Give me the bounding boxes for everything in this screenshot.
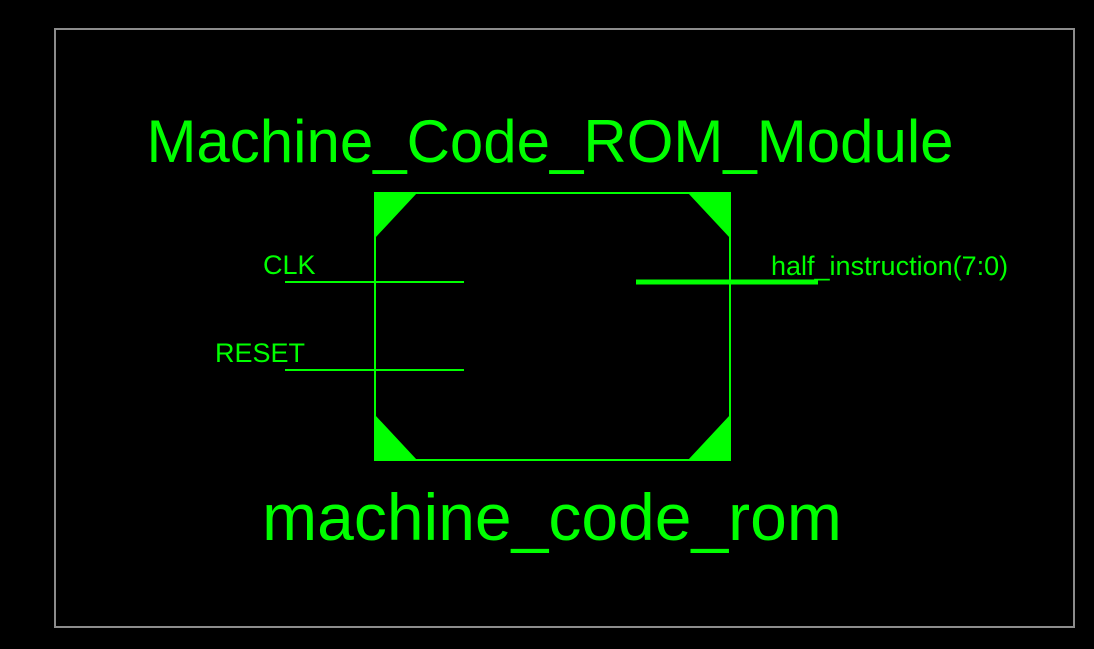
- output-pin-half-instruction[interactable]: half_instruction(7:0): [636, 251, 1008, 285]
- half-instruction-label: half_instruction(7:0): [771, 251, 1008, 281]
- instance-name: machine_code_rom: [262, 480, 842, 554]
- corner-marker-top-left: [375, 193, 417, 238]
- input-pin-reset[interactable]: RESET: [215, 338, 464, 371]
- input-pin-clk[interactable]: CLK: [263, 250, 464, 283]
- module-name: Machine_Code_ROM_Module: [146, 108, 953, 175]
- corner-marker-bottom-right: [688, 415, 730, 460]
- diagram-frame: [54, 28, 1075, 628]
- corner-marker-bottom-left: [375, 415, 417, 460]
- corner-marker-top-right: [688, 193, 730, 238]
- clk-label: CLK: [263, 250, 316, 280]
- component-body[interactable]: [374, 192, 731, 461]
- reset-label: RESET: [215, 338, 305, 368]
